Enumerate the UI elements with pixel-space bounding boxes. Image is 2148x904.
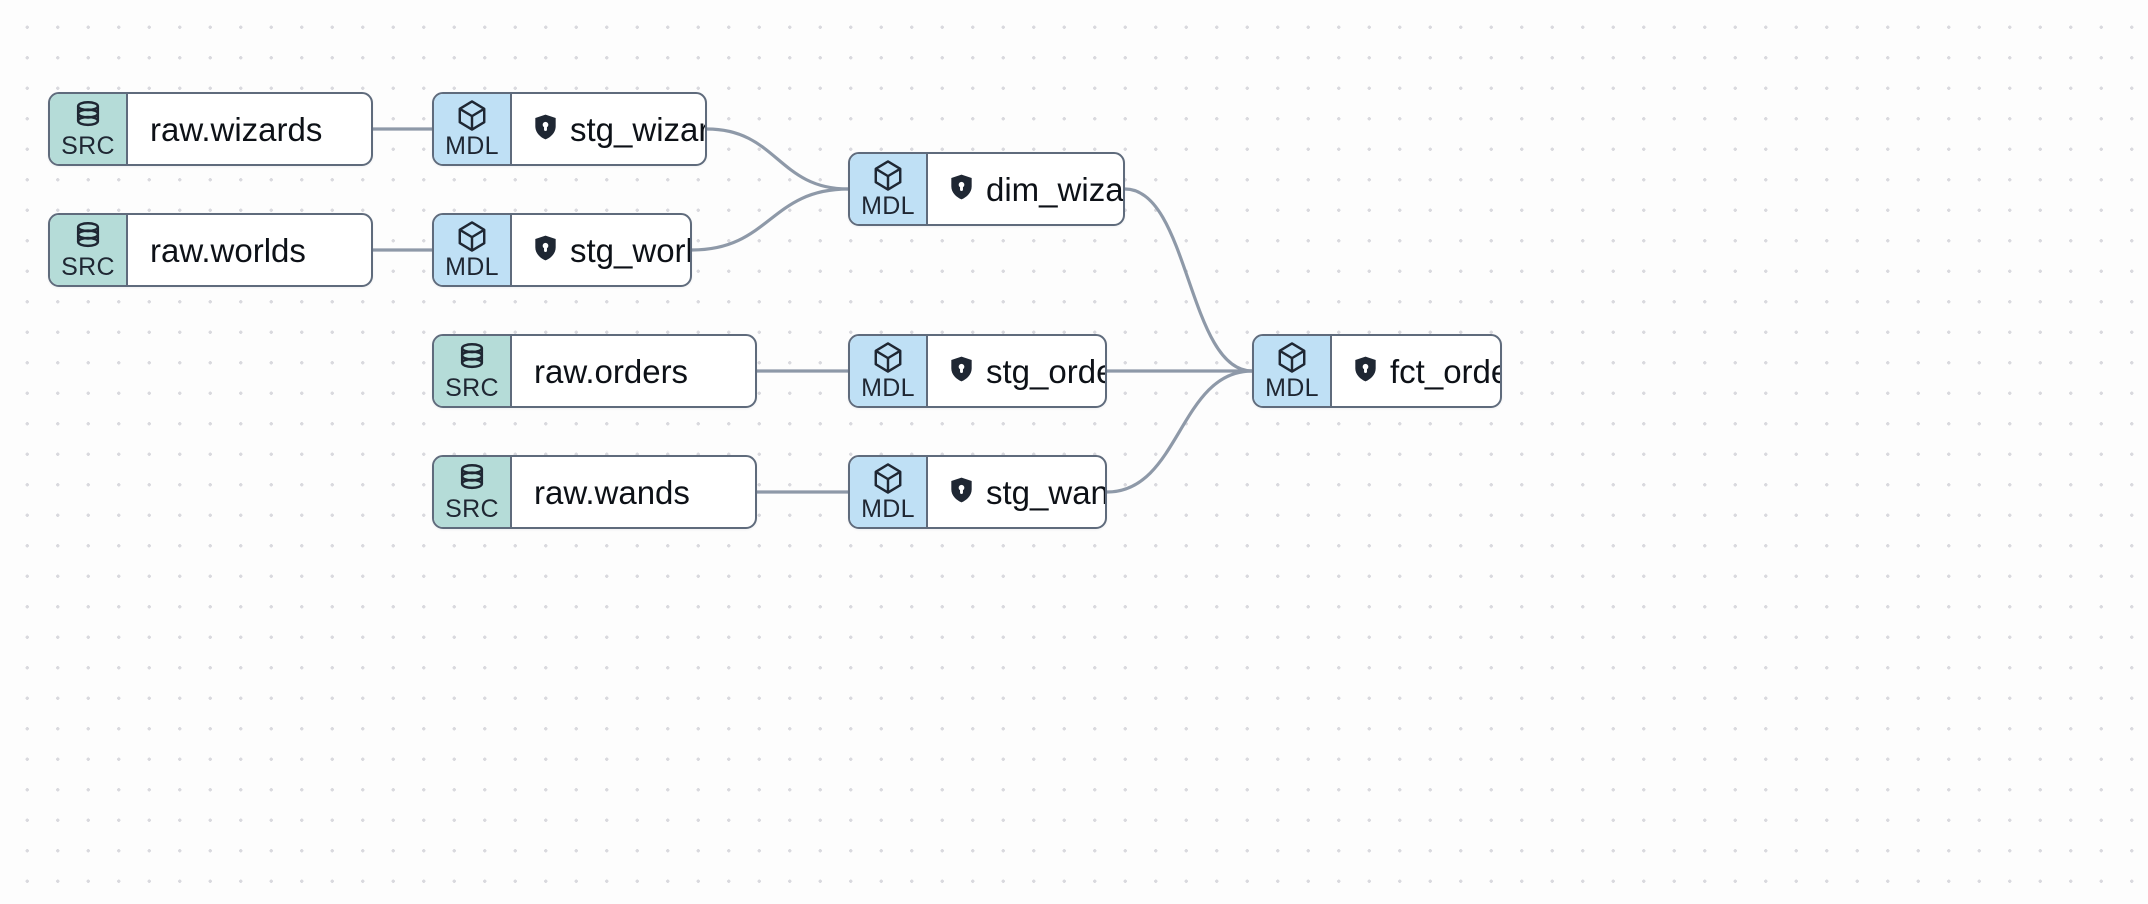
node-stg-worlds[interactable]: MDL stg_worlds (432, 213, 692, 287)
node-body: stg_wands (928, 457, 1105, 527)
node-badge-mdl: MDL (434, 94, 512, 164)
node-badge-src: SRC (434, 336, 512, 406)
node-body: dim_wizards (928, 154, 1124, 224)
node-label: stg_orders (986, 352, 1105, 390)
database-icon (457, 463, 487, 495)
node-label: raw.wands (534, 473, 690, 511)
node-badge-mdl: MDL (850, 336, 928, 406)
node-body: raw.wizards (128, 94, 371, 164)
cube-icon (456, 99, 488, 132)
node-label: raw.worlds (150, 231, 306, 269)
node-badge-mdl: MDL (1254, 336, 1332, 406)
node-badge-src: SRC (50, 215, 128, 285)
node-badge-label: MDL (1265, 374, 1319, 402)
node-stg-orders[interactable]: MDL stg_orders (848, 334, 1107, 408)
node-label: stg_wands (986, 473, 1105, 511)
edge-stg-wands-to-fct-orders (1105, 369, 1254, 494)
node-badge-mdl: MDL (850, 154, 928, 224)
database-icon (73, 221, 103, 253)
node-badge-mdl: MDL (850, 457, 928, 527)
node-label: fct_orders (1390, 352, 1500, 390)
node-badge-label: MDL (445, 253, 499, 281)
node-badge-src: SRC (434, 457, 512, 527)
node-badge-label: MDL (861, 192, 915, 220)
node-raw-wizards[interactable]: SRC raw.wizards (48, 92, 373, 166)
node-raw-worlds[interactable]: SRC raw.worlds (48, 213, 373, 287)
node-body: raw.worlds (128, 215, 371, 285)
shield-lock-icon (950, 477, 973, 508)
edge-stg-worlds-to-dim-wizards (690, 187, 850, 252)
node-badge-label: SRC (61, 131, 115, 160)
edge-stg-wizards-to-dim-wizards (705, 127, 850, 191)
node-raw-wands[interactable]: SRC raw.wands (432, 455, 757, 529)
node-body: raw.wands (512, 457, 755, 527)
node-label: dim_wizards (986, 170, 1124, 208)
node-badge-label: MDL (861, 495, 915, 523)
cube-icon (872, 462, 904, 495)
node-badge-label: MDL (445, 132, 499, 160)
node-body: stg_wizards (512, 94, 705, 164)
shield-lock-icon (950, 174, 973, 205)
cube-icon (872, 159, 904, 192)
node-fct-orders[interactable]: MDL fct_orders (1252, 334, 1502, 408)
shield-lock-icon (1354, 356, 1377, 387)
node-badge-label: SRC (61, 252, 115, 281)
shield-lock-icon (534, 235, 557, 266)
node-body: fct_orders (1332, 336, 1500, 406)
node-badge-label: SRC (445, 373, 499, 402)
cube-icon (872, 341, 904, 374)
edge-dim-wizards-to-fct-orders (1123, 187, 1254, 373)
node-badge-label: SRC (445, 494, 499, 523)
node-badge-mdl: MDL (434, 215, 512, 285)
cube-icon (456, 220, 488, 253)
node-dim-wizards[interactable]: MDL dim_wizards (848, 152, 1125, 226)
node-label: raw.orders (534, 352, 689, 390)
node-label: stg_wizards (570, 110, 705, 148)
node-body: raw.orders (512, 336, 755, 406)
node-badge-src: SRC (50, 94, 128, 164)
node-badge-label: MDL (861, 374, 915, 402)
cube-icon (1276, 341, 1308, 374)
node-body: stg_worlds (512, 215, 690, 285)
node-stg-wizards[interactable]: MDL stg_wizards (432, 92, 707, 166)
node-stg-wands[interactable]: MDL stg_wands (848, 455, 1107, 529)
node-raw-orders[interactable]: SRC raw.orders (432, 334, 757, 408)
node-label: stg_worlds (570, 231, 690, 269)
node-body: stg_orders (928, 336, 1105, 406)
shield-lock-icon (950, 356, 973, 387)
shield-lock-icon (534, 114, 557, 145)
database-icon (73, 100, 103, 132)
database-icon (457, 342, 487, 374)
node-label: raw.wizards (150, 110, 323, 148)
